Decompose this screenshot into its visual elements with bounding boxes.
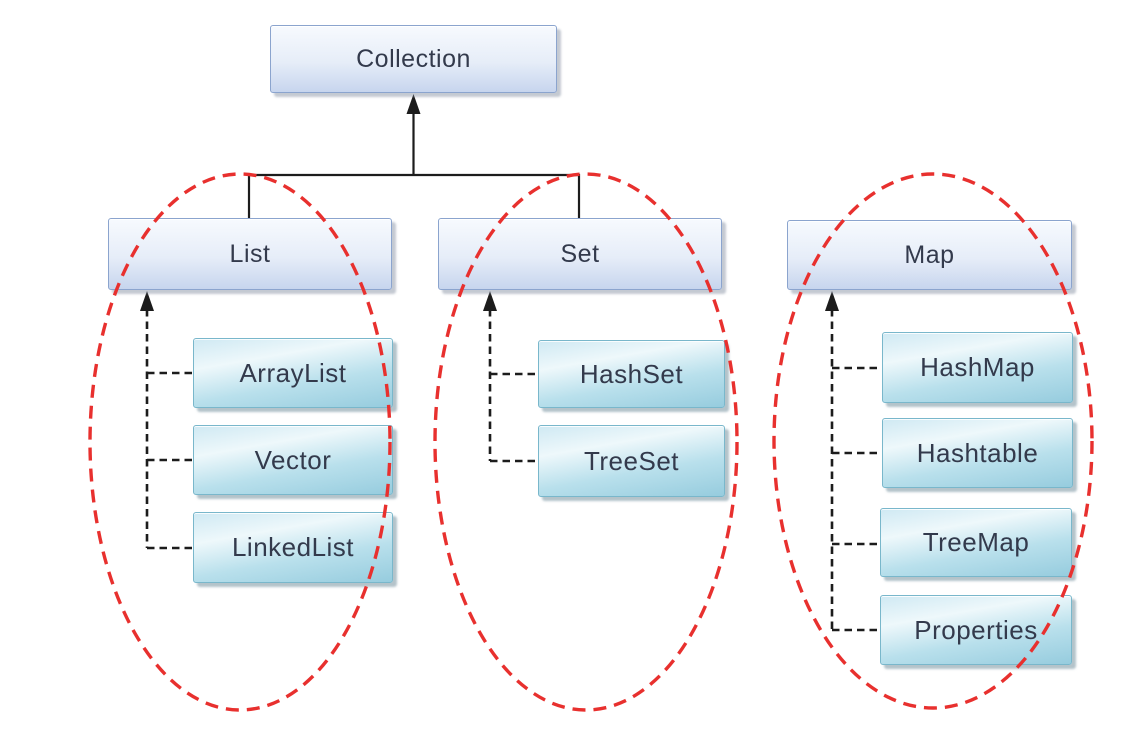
- node-collection: Collection: [270, 25, 557, 93]
- node-arraylist: ArrayList: [193, 338, 393, 408]
- node-hashset-label: HashSet: [579, 358, 684, 389]
- node-map-label: Map: [904, 240, 955, 269]
- node-arraylist-label: ArrayList: [239, 357, 347, 388]
- node-map: Map: [787, 220, 1072, 290]
- arrowhead-to-list-icon: [140, 291, 154, 311]
- node-properties-label: Properties: [914, 614, 1038, 645]
- node-treemap-label: TreeMap: [922, 527, 1030, 557]
- node-list: List: [108, 218, 392, 290]
- node-hashtable: Hashtable: [882, 418, 1073, 488]
- node-treeset: TreeSet: [538, 425, 725, 497]
- arrowhead-to-set-icon: [483, 291, 497, 311]
- node-properties: Properties: [880, 595, 1072, 665]
- node-vector-label: Vector: [254, 444, 332, 475]
- node-treemap: TreeMap: [880, 508, 1072, 577]
- node-vector: Vector: [193, 425, 393, 495]
- arrowhead-to-collection-icon: [406, 94, 421, 114]
- node-hashmap: HashMap: [882, 332, 1073, 403]
- node-linkedlist: LinkedList: [193, 512, 393, 583]
- node-collection-label: Collection: [356, 44, 471, 73]
- node-treeset-label: TreeSet: [583, 445, 680, 476]
- arrowhead-to-map-icon: [825, 291, 839, 311]
- node-hashtable-label: Hashtable: [916, 437, 1039, 468]
- node-list-label: List: [229, 239, 271, 268]
- node-linkedlist-label: LinkedList: [231, 532, 355, 562]
- node-set: Set: [438, 218, 722, 290]
- node-set-label: Set: [560, 239, 600, 268]
- node-hashmap-label: HashMap: [920, 352, 1035, 382]
- node-hashset: HashSet: [538, 340, 725, 408]
- connector-list-set-branch: [247, 173, 581, 222]
